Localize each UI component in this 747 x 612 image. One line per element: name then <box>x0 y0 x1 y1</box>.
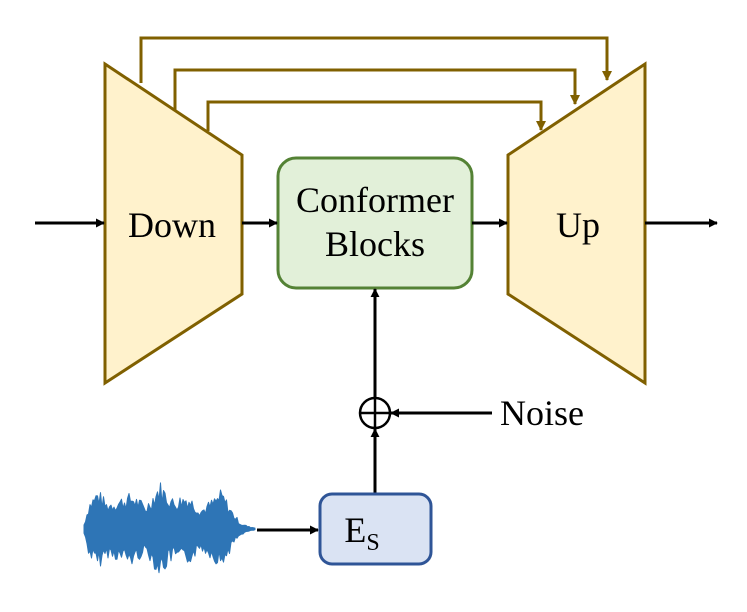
skip-connection-outer <box>139 36 612 83</box>
speaker-encoder-subscript: S <box>366 530 379 556</box>
down-trapezoid <box>103 61 244 386</box>
conformer-label-line1: Conformer <box>296 180 454 220</box>
up-label: Up <box>556 205 600 245</box>
skip-connection-middle <box>173 68 580 110</box>
conformer-box <box>276 156 474 290</box>
waveform-path <box>83 482 256 574</box>
main-flow-arrows <box>35 218 718 535</box>
speaker-encoder-box <box>318 492 433 566</box>
speaker-encoder-block: ES <box>318 492 433 566</box>
circle-plus-icon <box>358 396 392 430</box>
noise-label: Noise <box>500 393 584 433</box>
conformer-block: Conformer Blocks <box>276 156 474 290</box>
waveform-icon <box>83 482 256 574</box>
skip-connections <box>139 36 612 131</box>
down-label: Down <box>128 205 216 245</box>
up-block: Up <box>506 61 647 386</box>
up-trapezoid <box>506 61 647 386</box>
down-block: Down <box>103 61 244 386</box>
speaker-encoder-label: ES <box>344 510 379 556</box>
conformer-label-line2: Blocks <box>325 224 425 264</box>
speaker-encoder-main: E <box>344 510 366 550</box>
skip-connection-inner <box>206 100 546 131</box>
